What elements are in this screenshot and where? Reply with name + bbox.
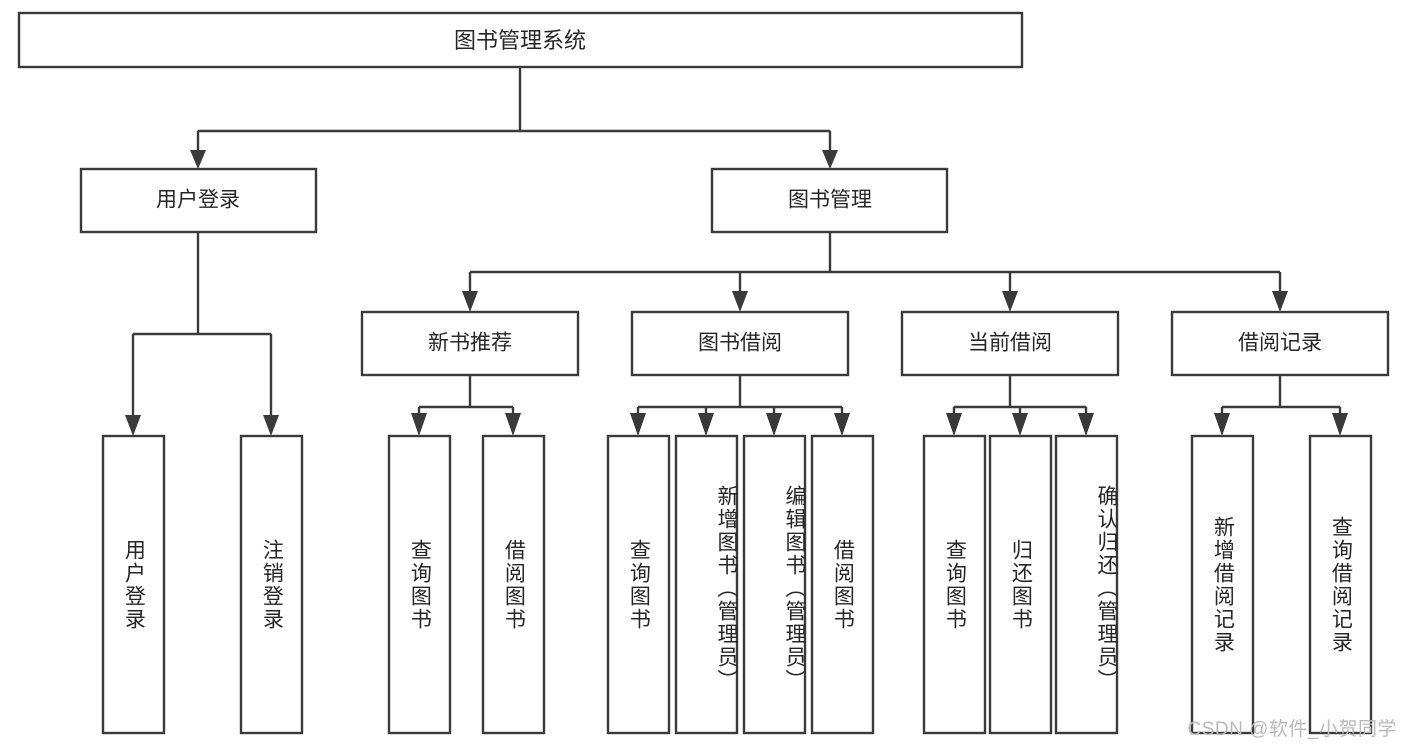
arrow-root-to-book-management — [822, 150, 838, 169]
node-book-borrow-label: 图书借阅 — [698, 332, 782, 355]
leaf-box-add-record[interactable] — [1190, 434, 1255, 735]
arrow-bm-to-book-borrow — [732, 291, 748, 312]
node-user-login-label: 用户登录 — [156, 189, 240, 212]
leaf-box-borrow-book-2[interactable] — [810, 434, 875, 735]
node-user-login[interactable]: 用户登录 — [79, 167, 318, 234]
arrow-nbr-leaf-2 — [505, 413, 521, 436]
arrow-bb-leaf-1 — [630, 413, 646, 436]
arrow-cb-leaf-3 — [1078, 413, 1094, 436]
node-root[interactable]: 图书管理系统 — [17, 11, 1024, 69]
node-book-management-label: 图书管理 — [788, 189, 872, 212]
node-current-borrow[interactable]: 当前借阅 — [900, 310, 1120, 377]
node-book-management[interactable]: 图书管理 — [710, 167, 949, 234]
node-current-borrow-box[interactable] — [900, 310, 1120, 377]
node-new-book-recommend-label: 新书推荐 — [428, 332, 512, 355]
leaf-node-layer — [101, 434, 1373, 735]
arrow-br-leaf-2 — [1332, 413, 1348, 436]
arrow-root-to-user-login — [190, 150, 206, 169]
arrow-bb-leaf-4 — [834, 413, 850, 436]
connector-layer — [125, 67, 1348, 436]
node-user-login-box[interactable] — [79, 167, 318, 234]
arrow-cb-leaf-1 — [946, 413, 962, 436]
node-new-book-recommend[interactable]: 新书推荐 — [360, 310, 580, 377]
leaf-box-query-book-1[interactable] — [387, 434, 452, 735]
node-current-borrow-label: 当前借阅 — [968, 332, 1052, 355]
node-root-label: 图书管理系统 — [454, 28, 586, 53]
node-borrow-record-label: 借阅记录 — [1238, 332, 1322, 355]
arrow-bb-leaf-2 — [698, 413, 714, 436]
leaf-box-query-record[interactable] — [1308, 434, 1373, 735]
arrow-bm-to-new-book-recommend — [462, 291, 478, 312]
leaf-box-borrow-book-1[interactable] — [481, 434, 546, 735]
leaf-box-query-book-2[interactable] — [606, 434, 671, 735]
arrow-nbr-leaf-1 — [411, 413, 427, 436]
leaf-box-return-book[interactable] — [988, 434, 1053, 735]
node-book-management-box[interactable] — [710, 167, 949, 234]
node-book-borrow[interactable]: 图书借阅 — [630, 310, 850, 377]
leaf-box-add-book[interactable] — [674, 434, 739, 735]
node-root-box[interactable] — [17, 11, 1024, 69]
arrow-user-login-leaf-1 — [125, 415, 141, 436]
arrow-bm-to-current-borrow — [1002, 291, 1018, 312]
node-new-book-recommend-box[interactable] — [360, 310, 580, 377]
arrow-br-leaf-1 — [1214, 413, 1230, 436]
node-book-borrow-box[interactable] — [630, 310, 850, 377]
leaf-box-confirm-return[interactable] — [1054, 434, 1119, 735]
arrow-bb-leaf-3 — [766, 413, 782, 436]
arrow-cb-leaf-2 — [1012, 413, 1028, 436]
csdn-watermark: CSDN @软件_小贺同学 — [1187, 719, 1397, 740]
arrow-user-login-leaf-2 — [263, 415, 279, 436]
leaf-box-query-book-3[interactable] — [922, 434, 987, 735]
leaf-box-edit-book[interactable] — [742, 434, 807, 735]
node-borrow-record[interactable]: 借阅记录 — [1170, 310, 1390, 377]
node-borrow-record-box[interactable] — [1170, 310, 1390, 377]
leaf-box-logout[interactable] — [239, 434, 304, 735]
arrow-bm-to-borrow-record — [1272, 291, 1288, 312]
leaf-box-user-login[interactable] — [101, 434, 166, 735]
